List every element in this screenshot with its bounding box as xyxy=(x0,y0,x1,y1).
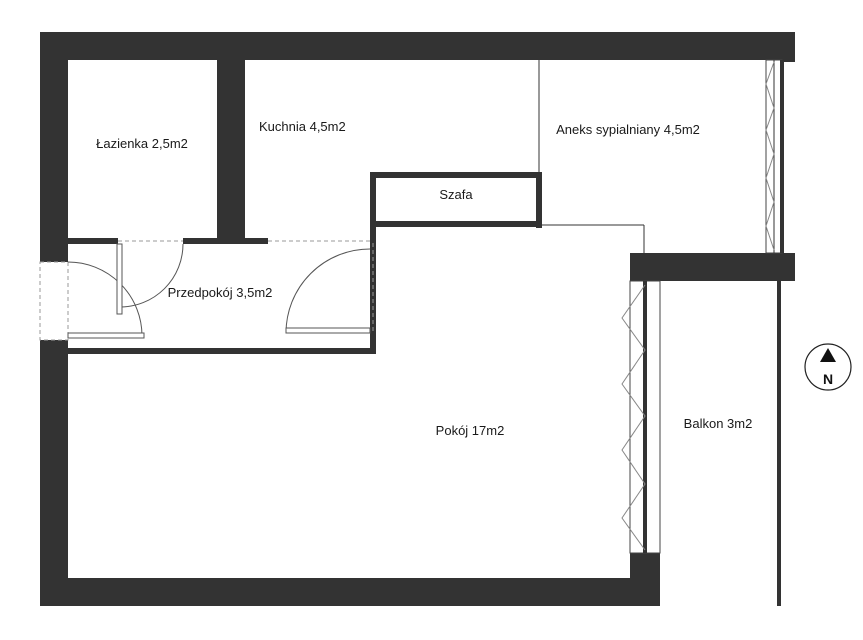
wall-balcony-right xyxy=(777,281,781,606)
wall-left-lower xyxy=(40,340,68,606)
room-door xyxy=(285,248,371,334)
wall-hall-right xyxy=(370,172,376,354)
balcony-door xyxy=(621,280,661,554)
wall-left-upper xyxy=(40,32,68,262)
interior-walls xyxy=(68,60,542,354)
wall-wardrobe-top xyxy=(370,172,542,178)
room-label-kuchnia: Kuchnia 4,5m2 xyxy=(259,119,346,134)
wall-kitchen-bottom xyxy=(183,238,268,244)
window-east xyxy=(765,59,784,254)
thin-partitions xyxy=(538,60,645,253)
north-compass: N xyxy=(804,343,852,391)
door-openings xyxy=(39,240,374,341)
outer-walls xyxy=(40,32,795,606)
wall-bathroom-bottom xyxy=(68,238,118,244)
room-label-balkon: Balkon 3m2 xyxy=(684,416,753,431)
room-label-pokoj: Pokój 17m2 xyxy=(436,423,505,438)
wall-wardrobe-bottom xyxy=(370,221,542,227)
wall-balcony-top xyxy=(630,253,795,281)
wall-hall-bottom xyxy=(68,348,376,354)
entrance-door xyxy=(67,261,145,339)
north-compass-circle xyxy=(804,343,852,391)
north-arrow-icon xyxy=(820,348,836,362)
bathroom-door xyxy=(116,243,184,315)
wall-top xyxy=(40,32,795,60)
wall-wardrobe-right xyxy=(536,172,542,228)
room-label-przedpokoj: Przedpokój 3,5m2 xyxy=(168,285,273,300)
room-label-szafa: Szafa xyxy=(439,187,473,202)
wall-bottom xyxy=(40,578,660,606)
wall-right-upper-corner xyxy=(782,32,795,62)
room-label-lazienka: Łazienka 2,5m2 xyxy=(96,136,188,151)
wall-balcony-stub xyxy=(630,553,660,606)
north-label: N xyxy=(823,371,833,387)
room-label-aneks: Aneks sypialniany 4,5m2 xyxy=(556,122,700,137)
wall-bathroom-kitchen xyxy=(217,60,245,243)
